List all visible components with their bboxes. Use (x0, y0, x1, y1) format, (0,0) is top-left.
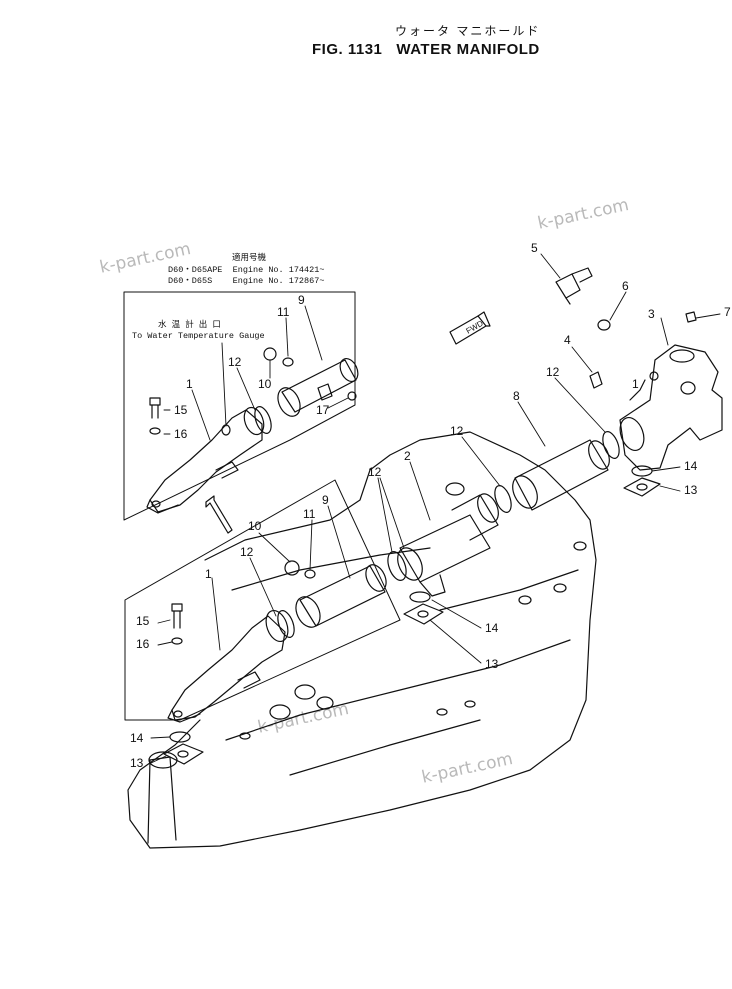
callout-1-housing: 1 (632, 377, 639, 391)
right-o-ring-12 (602, 431, 620, 459)
callout-12-center: 12 (450, 424, 464, 438)
engine-block (127, 431, 597, 849)
inset-ring-11 (282, 357, 294, 367)
inset-water-pipe-elbow (146, 406, 265, 514)
callout-5: 5 (531, 241, 538, 255)
callout-16-inset: 16 (174, 427, 188, 441)
main-o-ring-12a (277, 610, 295, 638)
fwd-arrow (449, 311, 491, 345)
callout-12-mid: 12 (368, 465, 382, 479)
water-temperature-gauge-label: To Water Temperature Gauge (132, 331, 265, 341)
callout-12-inset: 12 (228, 355, 242, 369)
serial-model-2: D60・D65S (168, 276, 213, 286)
serial-engine-1: Engine No. 174421~ (232, 265, 325, 275)
main-ring-11 (304, 569, 316, 579)
inset-o-ring (254, 406, 272, 434)
ring-6 (597, 319, 611, 331)
japanese-title: ウォータ マニホールド (395, 24, 541, 38)
main-connector-tube (295, 564, 387, 628)
center-ring-14 (409, 591, 431, 603)
callout-10-inset: 10 (258, 377, 272, 391)
callout-14-bottom: 14 (130, 731, 144, 745)
main-bolt-15 (171, 603, 183, 629)
inset-direction-arrow (205, 495, 233, 534)
callout-8: 8 (513, 389, 520, 403)
callout-9-main: 9 (322, 493, 329, 507)
plug-7 (685, 311, 697, 323)
callout-7: 7 (724, 305, 731, 319)
callout-2: 2 (404, 449, 411, 463)
callout-13-bottom: 13 (130, 756, 144, 770)
inset-connector-tube (277, 358, 359, 417)
callout-9-inset: 9 (298, 293, 305, 307)
center-water-pipe (397, 493, 499, 597)
right-gasket-13 (623, 477, 661, 497)
callout-17-inset: 17 (316, 403, 330, 417)
applicable-serial-jp: 適用号機 (232, 253, 267, 263)
callout-14-center: 14 (485, 621, 499, 635)
callout-1-inset: 1 (186, 377, 193, 391)
serial-engine-2: Engine No. 172867~ (232, 276, 325, 286)
water-outlet-label-jp: 水 温 計 出 口 (158, 320, 221, 330)
callout-1-main: 1 (205, 567, 212, 581)
callout-4: 4 (564, 333, 571, 347)
inset-washer-16 (149, 427, 161, 435)
figure-number: FIG. 1131 (312, 41, 383, 58)
callout-12-main: 12 (240, 545, 254, 559)
inset-border (123, 291, 356, 521)
callout-14-right: 14 (684, 459, 698, 473)
center-gasket-13 (403, 603, 444, 625)
callout-11-main: 11 (303, 507, 316, 521)
serial-row-2: D60・D65S Engine No. 172867~ (168, 276, 324, 286)
inset-plug-10 (263, 347, 277, 361)
bottom-gasket-13 (163, 743, 204, 765)
callout-16-main: 16 (136, 637, 150, 651)
main-view-border (124, 479, 401, 721)
main-washer-16 (171, 637, 183, 645)
main-water-pipe-elbow (167, 609, 289, 723)
callout-15-main: 15 (136, 614, 150, 628)
leader-lines (150, 253, 721, 764)
right-ring-14 (631, 465, 653, 477)
thermostat-housing (619, 344, 723, 471)
callout-11-inset: 11 (277, 305, 290, 319)
long-water-pipe (512, 439, 610, 511)
figure-name: WATER MANIFOLD (396, 41, 540, 58)
serial-row-1: D60・D65APE Engine No. 174421~ (168, 265, 324, 275)
callout-15-inset: 15 (174, 403, 188, 417)
plug-4 (589, 371, 603, 389)
callout-10-main: 10 (248, 519, 262, 533)
inset-plug-17 (347, 391, 357, 401)
main-plug-10 (284, 560, 300, 576)
callout-12-right: 12 (546, 365, 560, 379)
sensor-fitting-5 (555, 267, 593, 305)
callout-labels: 5 6 3 7 4 12 1 8 12 2 12 14 13 14 13 14 … (130, 241, 731, 770)
callout-3: 3 (648, 307, 655, 321)
center-o-ring-12 (494, 485, 512, 513)
callout-13-right: 13 (684, 483, 698, 497)
inset-bolt-15 (149, 397, 161, 419)
serial-model-1: D60・D65APE (168, 265, 223, 275)
callout-6: 6 (622, 279, 629, 293)
figure-title: FIG. 1131 WATER MANIFOLD (312, 41, 554, 58)
callout-13-center: 13 (485, 657, 499, 671)
